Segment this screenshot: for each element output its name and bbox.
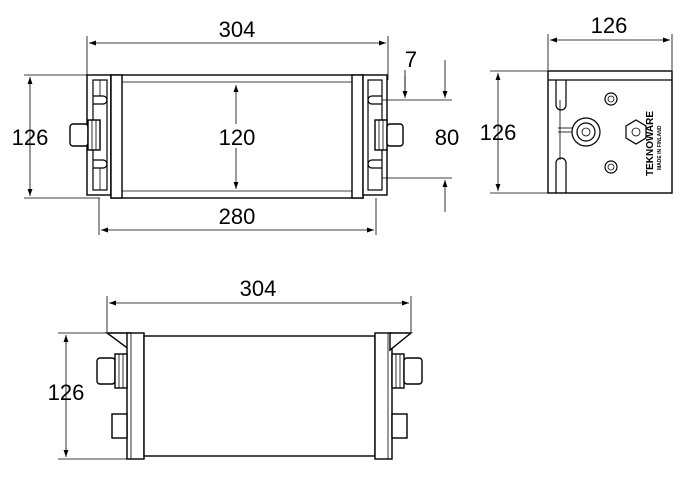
right-cable-gland	[374, 119, 404, 151]
logo-subtext: MADE IN FINLAND	[657, 125, 663, 170]
dim-label-7: 7	[405, 47, 417, 72]
dim-label-126-top: 126	[12, 125, 49, 150]
cable-gland-port	[571, 117, 601, 147]
dim-label-126-end-height: 126	[480, 120, 517, 145]
dim-label-304-side: 304	[240, 276, 277, 301]
dim-body-length: 280	[98, 198, 377, 235]
mounting-screw-bottom	[604, 160, 618, 174]
dim-height-top: 126	[12, 74, 100, 199]
dim-overall-length-top: 304	[86, 17, 389, 80]
dim-label-120: 120	[219, 125, 256, 150]
side-view: 304 126	[48, 276, 423, 460]
end-view: 126 126	[480, 13, 673, 194]
dim-mount-spacing: 7 80	[382, 47, 459, 212]
dim-inner-height: 120	[216, 85, 258, 189]
side-main-housing	[143, 335, 376, 457]
dim-height-side: 126	[48, 332, 130, 460]
side-left-bracket	[104, 332, 145, 460]
hexagon-logo-icon	[625, 119, 647, 145]
dim-width-end: 126	[547, 13, 673, 70]
mounting-screw-top	[604, 92, 618, 106]
logo-brand-text: TEKNOWARE	[645, 111, 656, 176]
dim-label-304-top: 304	[219, 17, 256, 42]
dim-label-126-side: 126	[48, 380, 85, 405]
dim-label-126-end-width: 126	[591, 13, 628, 38]
side-right-cable-glands	[391, 353, 423, 439]
side-left-cable-glands	[96, 353, 128, 439]
top-view: 304 126	[12, 17, 459, 235]
dim-overall-length-side: 304	[106, 276, 412, 332]
teknoware-logo: TEKNOWARE MADE IN FINLAND	[625, 111, 663, 176]
dim-height-end: 126	[480, 70, 548, 194]
left-cable-gland	[69, 119, 101, 151]
dim-label-80: 80	[435, 125, 459, 150]
dim-label-280: 280	[219, 204, 256, 229]
side-right-bracket	[374, 332, 413, 460]
